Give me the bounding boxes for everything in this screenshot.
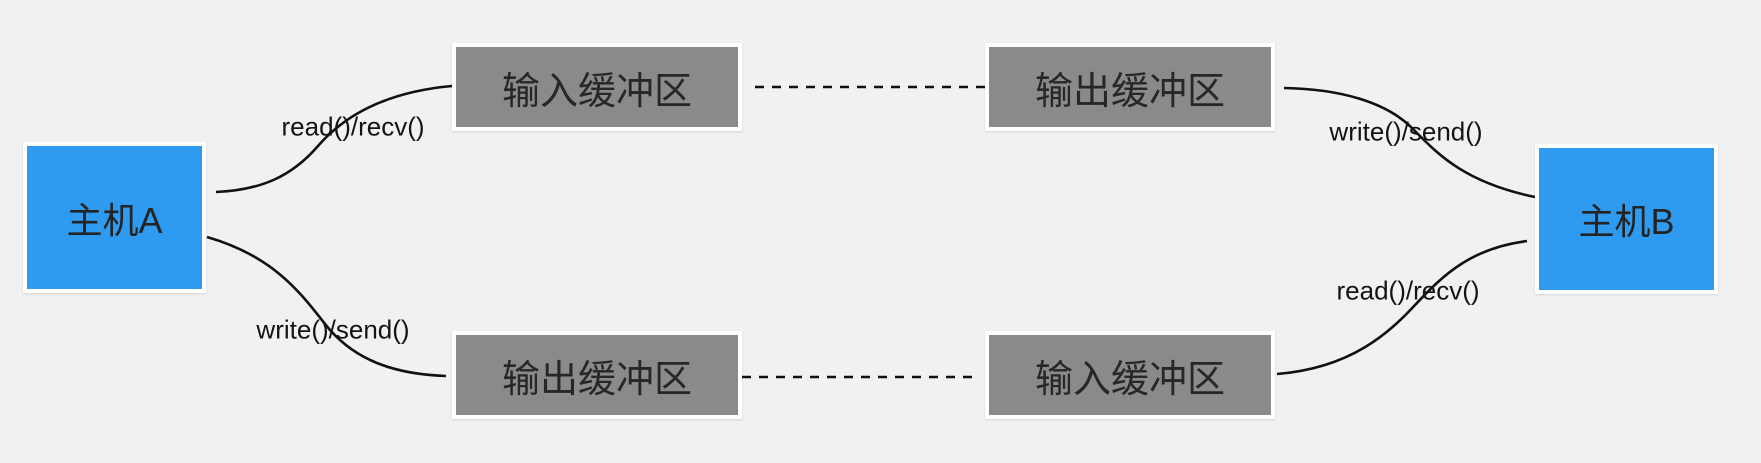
host-a-label: 主机A [66,199,163,241]
output-buffer-hostA-label: 输出缓冲区 [501,358,692,401]
read-recv-label-hostB: read()/recv() [1336,275,1480,306]
input-buffer-hostB-box: 输入缓冲区 [985,331,1275,419]
output-buffer-hostB-box: 输出缓冲区 [985,43,1275,131]
arrow-hostA-to-outbufA [206,235,447,378]
host-b-box: 主机B [1535,144,1718,294]
arrow-inbufB-to-hostB [1276,239,1528,376]
arrow-inbufA-to-hostA [215,84,453,194]
host-b-label: 主机B [1578,201,1675,242]
write-send-label-hostA: write()/send() [256,314,410,345]
output-buffer-hostB-label: 输出缓冲区 [1034,70,1225,113]
input-buffer-hostB-label: 输入缓冲区 [1034,358,1225,401]
input-buffer-hostA-box: 输入缓冲区 [452,43,742,131]
output-buffer-hostA-box: 输出缓冲区 [452,331,742,419]
write-send-label-hostB: write()/send() [1329,116,1483,147]
arrow-hostB-to-outbufB [1283,86,1536,199]
host-a-box: 主机A [23,142,206,293]
input-buffer-hostA-label: 输入缓冲区 [501,70,692,113]
read-recv-label-hostA: read()/recv() [281,111,425,142]
